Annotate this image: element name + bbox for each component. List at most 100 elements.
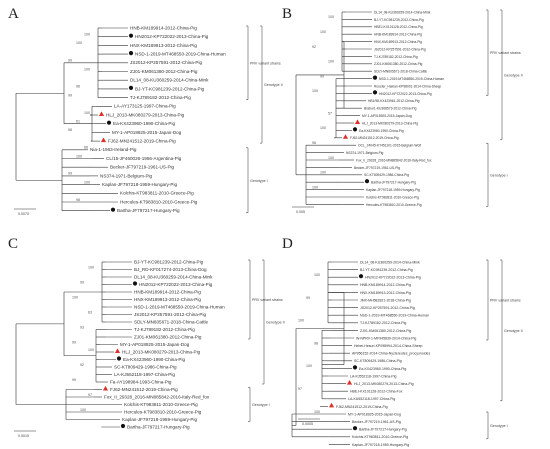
panel-letter: C (8, 236, 18, 252)
clade-label: Genotype I (490, 173, 508, 177)
dot-marker-icon (116, 356, 122, 361)
tree-panel-a: AHNB-KM189914-2012-China-PigHN2012-KP722… (8, 6, 283, 216)
taxon-label: BJ-YT-KC981239-2012-China-Pig (360, 268, 413, 272)
taxon-label: HLJ_2013-MK080279-2013-China-Pig (106, 112, 185, 117)
taxon-label: Kaplan-JF797218-1959-Hungary-Pig (122, 417, 198, 422)
bootstrap-value: 99 (80, 280, 84, 284)
taxon-label: DL14_08-KU360259-2014-China-Mink (360, 260, 420, 264)
taxon-label: LA-AY173125-1997-China-Pig (114, 104, 176, 109)
bootstrap-value: 100 (84, 67, 90, 71)
triangle-marker-icon (102, 385, 109, 391)
taxon-label: DL14_08-KU360259-2014-China-Mink (374, 10, 431, 14)
bootstrap-value: 99 (68, 93, 72, 97)
bootstrap-value: 92 (80, 363, 84, 367)
taxon-label: NSD-1-2019-MT468550-2019-China-Human (135, 52, 226, 57)
bootstrap-value: 100 (328, 156, 334, 160)
taxon-label: LA-KU552118-1997-China-Pig (348, 397, 395, 401)
taxon-label: Fox_II_29328_2016-MN885842-2016-Italy-Re… (104, 394, 210, 399)
bootstrap-value: 93 (80, 325, 84, 329)
taxon-label: NS374-1971-Belgium-Pig (346, 151, 384, 155)
clade-label: Genotype I (252, 403, 270, 407)
bootstrap-value: 92 (312, 45, 316, 49)
scale-bar-label: 0.0005 (302, 422, 313, 426)
taxon-label: HNB-KM189914-2012-China-Pig (360, 283, 411, 287)
taxon-label: TJ-KJ789182-2012-China-Pig (374, 55, 418, 59)
taxon-label: Kaplan-JF797218-1959-Hungary-Pig (352, 443, 409, 447)
clade-bracket (486, 9, 489, 96)
taxon-label: Hercules-KT983810-2010-Greece-Pig (124, 409, 202, 414)
taxon-label: HN2012-KP722022-2013-China-Pig (139, 282, 213, 287)
bootstrap-value: 100 (314, 410, 320, 414)
dot-marker-icon (352, 127, 358, 132)
taxon-label: JS2012-KP257591-2012-China-Pig (360, 306, 415, 310)
clade-bracket (246, 25, 249, 100)
bootstrap-value: 99 (68, 172, 72, 176)
triangle-marker-icon (98, 111, 105, 116)
clade-bracket (260, 25, 263, 144)
panel-letter: D (282, 236, 293, 252)
clade-bracket (486, 259, 489, 341)
taxon-label: BJ_RD-KF017274-2013-China-Dog (134, 267, 207, 272)
taxon-label: AP956152-2014-China-Nyctereutes_procyono… (352, 352, 430, 356)
taxon-label: SC-KT809429-1986-China-Pig (114, 364, 177, 369)
dot-marker-icon (372, 90, 378, 95)
clade-label: Genotype II (504, 329, 523, 333)
taxon-label: HNX-KM189913-2012-China-Pig (360, 291, 411, 295)
taxon-label: Becker-JF797219-1961-US-Pig (352, 420, 401, 424)
taxon-label: Ea-KX423960-1990-China-Pig (123, 357, 186, 362)
taxon-label: NSD-1-2019-MT468550-2019-China-Human (360, 314, 429, 318)
taxon-label: Ea-KX423960-1990-China-Pig (359, 367, 406, 371)
dot-marker-icon (110, 207, 116, 212)
dot-marker-icon (352, 426, 358, 431)
taxon-label: LA-KJ552118-1997-China-Pig (114, 372, 175, 377)
bootstrap-value: 61 (76, 120, 80, 124)
clade-label: Genotype II (266, 321, 285, 325)
taxon-label: HNX-KM189913-2012-China-Pig (134, 297, 201, 302)
taxon-label: DL14_08-KU360259-2014-China-Mink (134, 274, 213, 279)
taxon-label: NS374-1971-Belgium-Pig (100, 173, 153, 178)
triangle-marker-icon (354, 119, 361, 124)
panel-letter: B (282, 6, 292, 22)
tree-panel-d: D DL14_08-KU360259-2014-China-MinkBJ-YT-K… (282, 236, 523, 447)
taxon-label: HLJ_2013-MK080279-2013-China-Pig (354, 382, 414, 386)
clade-bracket (246, 147, 249, 213)
taxon-label: BJ-YT-KC981239-2012-China-Pig (134, 259, 204, 264)
taxon-label: MY-1-AP018925-2015-Japan-Dog (120, 342, 190, 347)
clade-label: PRV variant strains (490, 299, 521, 303)
clade-label: PRV variant strains (490, 51, 521, 55)
dot-marker-icon (358, 274, 364, 279)
bootstrap-value: 99 (306, 296, 310, 300)
clade-bracket (248, 387, 251, 422)
bootstrap-value: 98 (76, 198, 80, 202)
taxon-label: Hebei-Hesuri-KP098994-2014-China-Sheep (354, 344, 423, 348)
triangle-marker-icon (328, 402, 335, 408)
taxon-label: Brabur1-KU368573-2012-China-Pig (364, 107, 417, 111)
taxon-label: MY-1-AP018925-2015-Japan-Dog (348, 412, 401, 416)
taxon-label: HN2012-KP722022-2013-China-Pig (379, 92, 432, 96)
taxon-label: ZJ01-KM061380-2012-China-Pig (374, 62, 423, 66)
clade-bracket (486, 142, 489, 207)
dot-marker-icon (120, 423, 126, 429)
bootstrap-value: 99 (72, 340, 76, 344)
taxon-label: MY-1-AP018925-2015-Japan-Dog (112, 130, 182, 135)
bootstrap-value: 66 (84, 146, 88, 150)
taxon-label: NSD-1-2019-MT468550-2019-China-Human (134, 304, 225, 309)
bootstrap-value: 100 (320, 30, 326, 34)
taxon-label: Bartha-JF797217-Hungary-Pig (359, 428, 407, 432)
bootstrap-value: 96 (76, 85, 80, 89)
bootstrap-value: 100 (328, 60, 334, 64)
taxon-label: BJ-YT-KC981239-2012-China-Pig (135, 86, 205, 91)
bootstrap-value: 100 (314, 273, 320, 277)
taxon-label: Kaplan-JF797218-1959-Hungary-Pig (366, 188, 420, 192)
dot-marker-icon (128, 51, 134, 56)
taxon-label: HNX-KM189913-2012-China-Pig (374, 40, 422, 44)
bootstrap-value: 100 (312, 185, 318, 189)
triangle-marker-icon (100, 137, 107, 143)
bootstrap-value: 100 (88, 265, 94, 269)
taxon-label: NSD-1-2019-MT468550-2019-China-Human (379, 77, 444, 81)
taxon-label: HNB-KM189914-2012-China-Pig (134, 289, 201, 294)
triangle-marker-icon (346, 380, 353, 385)
bootstrap-value: 100 (312, 89, 318, 93)
taxon-label: Kaplan-JF797218-1959-Hungary-Pig (102, 182, 178, 187)
bootstrap-value: 100 (76, 154, 82, 158)
